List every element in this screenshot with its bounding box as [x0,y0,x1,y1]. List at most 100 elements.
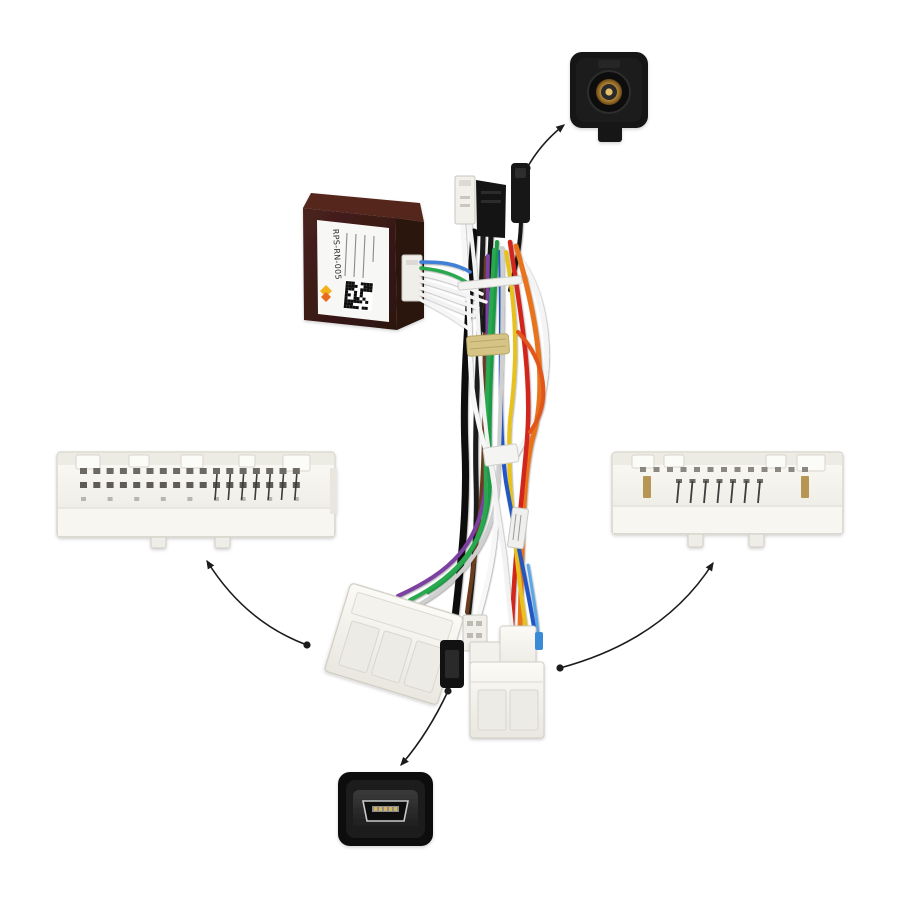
left-connector-pin-cavity [159,482,167,488]
wire-white [460,219,499,621]
left-connector-end-cap [330,468,337,514]
jst-connector-slot [467,633,473,638]
top-white-connector-latch [459,180,471,186]
left-connector-pin-cavity [80,468,87,474]
bottom-left-connector-slot [338,620,380,674]
antenna-connector-stub [598,124,622,142]
qr-module [365,300,369,305]
decoder-model-text: RPS-RN-005 [331,229,343,280]
right-connector-pin-cavity [640,467,646,472]
qr-module [350,299,354,303]
right-connector-bump [631,454,655,469]
bottom-left-connector-ridge [351,592,454,643]
qr-module [359,291,364,295]
left-connector-pin-cavity [292,468,300,474]
right-connector-pin-cavity [748,467,754,472]
left-connector-pin-cavity [173,482,181,488]
left-connector-bump [75,454,101,470]
decoder-brand-logo-icon [320,285,332,297]
cable-tie [482,443,520,467]
top-white-connector [454,175,476,225]
right-connector-terminal-pin [703,480,707,504]
wire-white-decoder [419,272,484,296]
left-connector-pin-cavity [187,497,193,501]
sticker-fine-print [512,513,517,541]
qr-module [364,306,368,310]
right-connector-pin-cavity [680,467,687,472]
black-plug-face [445,650,459,678]
qr-module [344,292,348,297]
left-connector-pin-cavity [252,468,260,474]
left-connector-pin-cavity [80,482,87,488]
qr-module [345,283,349,288]
left-connector-bump [238,454,256,468]
top-black-connector-ridge [481,200,501,203]
label-fine-print [372,235,375,263]
qr-module [353,293,357,297]
usb-port-pin [379,807,382,811]
qr-module [343,301,348,306]
right-connector-terminal-pin [689,480,694,504]
left-connector-pin-cavity [119,468,127,474]
decoder-brand-logo-icon [321,292,331,302]
right-connector-pin-cavity [775,467,781,472]
right-connector-pin-cavity [653,467,660,472]
left-connector-pin-cavity [146,482,154,488]
wire-white-decoder [419,292,476,318]
right-connector-terminal-pin [743,480,748,504]
qr-module [369,286,373,290]
left-connector-pin-cavity [226,468,234,474]
right-connector-brass-clip [801,476,809,498]
antenna-lead-plug-cap [515,168,526,178]
left-connector-rear [58,508,334,536]
qr-module [353,296,357,300]
right-connector-terminal-pin [730,480,734,504]
antenna-connector [570,52,648,142]
jst-connector-slot [467,621,473,626]
right-connector-latch [796,454,826,472]
left-connector-pin-cavity [213,468,220,474]
qr-module [366,282,370,287]
right-connector-terminal-pin [676,480,680,504]
qr-module [369,289,373,293]
qr-module [366,288,370,293]
cable-ties [457,275,529,550]
qr-module [363,282,367,286]
top-black-connector-ridge [481,191,501,194]
bottom-connectors [324,583,545,739]
usb-port-pin [389,807,392,811]
qr-module [360,288,364,292]
left-connector-pin-cavity [133,482,141,488]
jst-connector-slot [476,633,482,638]
callout-arrow-usb [400,687,452,767]
right-connector-bump [765,454,787,469]
canbus-decoder-box: RPS-RN-005 [303,193,424,330]
right-connector-terminal-pin [757,480,761,504]
qr-module [349,305,353,309]
right-connector-pin-cavity [788,467,795,472]
qr-module [344,298,348,303]
mini-usb-connector [338,772,433,846]
qr-module [359,294,363,298]
decoder-box-top [303,193,424,222]
left-connector-pin-cavity [266,468,274,474]
qr-module [347,293,351,297]
bottom-left-connector-slot [371,630,413,684]
left-connector-pin-cavity [81,497,86,501]
qr-module [351,284,355,288]
callout-line [400,690,449,767]
wire-white-decoder [419,298,472,332]
top-connectors [454,163,530,238]
qr-module [346,305,350,309]
qr-module [360,282,364,286]
usb-port-pin [374,807,377,811]
left-connector-terminal-pin [294,473,298,501]
right-connector-pin-cavity [721,467,727,472]
bottom-right-connector-slot [477,689,507,731]
qr-module [344,295,348,300]
left-connector-pin-cavity [186,468,194,474]
antenna-connector-key [598,60,620,68]
wire-gray [418,246,505,606]
wire-bundle [396,219,549,650]
